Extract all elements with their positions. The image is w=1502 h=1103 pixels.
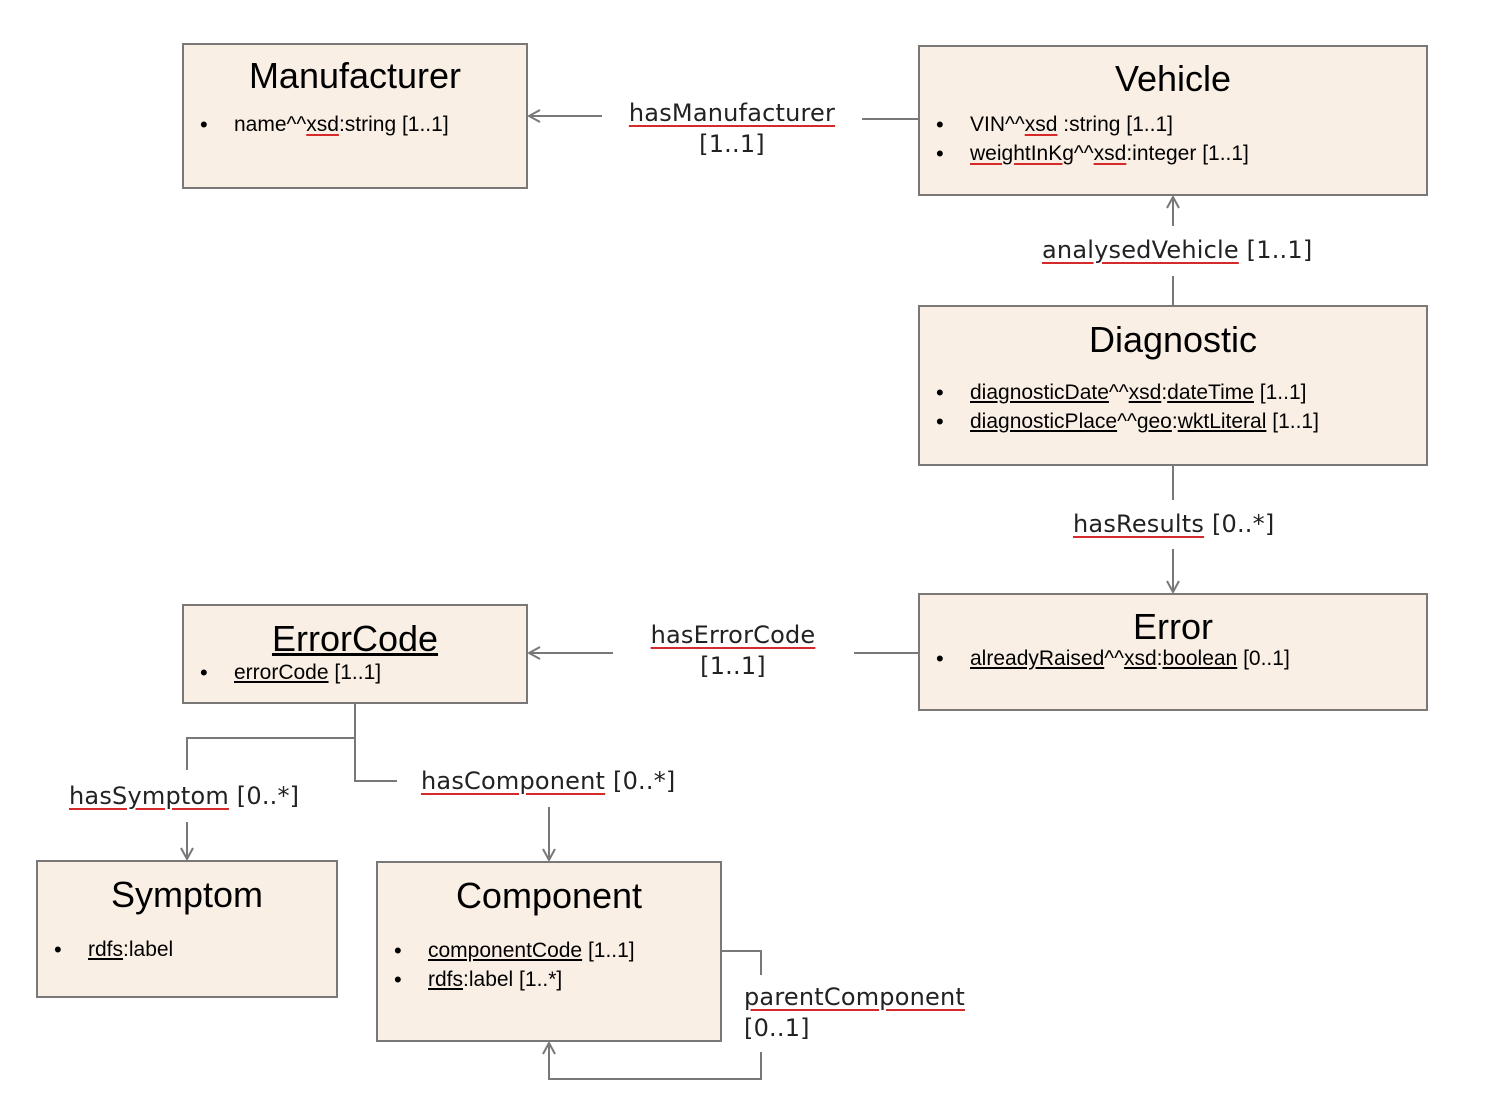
parentComponent-line-upper (722, 950, 762, 975)
relation-cardinality: [0..*] (236, 782, 300, 810)
diagnostic-attr: diagnosticDate^^xsd:dateTime [1..1] (920, 378, 1426, 407)
relation-name: hasSymptom (69, 782, 229, 810)
vehicle-attributes: VIN^^xsd :string [1..1] weightInKg^^xsd:… (920, 110, 1426, 168)
errorcode-attr: errorCode [1..1] (184, 658, 526, 687)
relation-name: hasResults (1073, 510, 1205, 538)
errorcode-attributes: errorCode [1..1] (184, 658, 526, 687)
vehicle-class: Vehicle VIN^^xsd :string [1..1] weightIn… (918, 45, 1428, 196)
manufacturer-title: Manufacturer (248, 55, 462, 96)
relation-cardinality: [0..1] (744, 1014, 810, 1042)
hasComponent-label: hasComponent [0..*] (421, 766, 675, 797)
parentComponent-arrow (549, 1043, 762, 1080)
symptom-class: Symptom rdfs:label (36, 860, 338, 998)
relation-cardinality: [1..1] (700, 652, 766, 680)
manufacturer-attr: name^^xsd:string [1..1] (184, 110, 526, 139)
vehicle-title: Vehicle (1114, 58, 1232, 99)
errorcode-class: ErrorCode errorCode [1..1] (182, 604, 528, 704)
error-class: Error alreadyRaised^^xsd:boolean [0..1] (918, 593, 1428, 711)
symptom-title: Symptom (110, 874, 264, 915)
component-class: Component componentCode [1..1] rdfs:labe… (376, 861, 722, 1042)
symptom-attr: rdfs:label (38, 935, 336, 964)
relation-cardinality: [0..*] (1211, 510, 1275, 538)
hasManufacturer-label: hasManufacturer [1..1] (602, 98, 862, 160)
error-title: Error (1133, 606, 1213, 647)
hasErrorCode-label: hasErrorCode [1..1] (613, 620, 853, 682)
relation-name: hasManufacturer (628, 99, 836, 127)
error-attr: alreadyRaised^^xsd:boolean [0..1] (920, 644, 1426, 673)
symptom-attributes: rdfs:label (38, 935, 336, 964)
hasResults-label: hasResults [0..*] (1073, 509, 1274, 540)
diagnostic-attr: diagnosticPlace^^geo:wktLiteral [1..1] (920, 407, 1426, 436)
hasSymptom-label: hasSymptom [0..*] (69, 781, 299, 812)
component-attr: componentCode [1..1] (378, 936, 720, 965)
relation-name: parentComponent (744, 983, 966, 1011)
relation-name: hasComponent (421, 767, 606, 795)
diagnostic-class: Diagnostic diagnosticDate^^xsd:dateTime … (918, 305, 1428, 466)
error-attributes: alreadyRaised^^xsd:boolean [0..1] (920, 644, 1426, 673)
component-title: Component (455, 875, 643, 916)
vehicle-attr: VIN^^xsd :string [1..1] (920, 110, 1426, 139)
component-attributes: componentCode [1..1] rdfs:label [1..*] (378, 936, 720, 994)
analysedVehicle-label: analysedVehicle [1..1] (1042, 235, 1312, 266)
component-attr: rdfs:label [1..*] (378, 965, 720, 994)
errorcode-title: ErrorCode (271, 618, 439, 659)
manufacturer-attributes: name^^xsd:string [1..1] (184, 110, 526, 139)
relation-cardinality: [0..*] (613, 767, 676, 795)
relation-name: hasErrorCode (650, 621, 816, 649)
hasComponent-line-upper (354, 738, 397, 782)
relation-cardinality: [1..1] (699, 130, 765, 158)
relation-name: analysedVehicle (1042, 236, 1239, 264)
manufacturer-class: Manufacturer name^^xsd:string [1..1] (182, 43, 528, 189)
vehicle-attr: weightInKg^^xsd:integer [1..1] (920, 139, 1426, 168)
hasSymptom-line-upper (186, 704, 356, 770)
diagnostic-title: Diagnostic (1088, 319, 1258, 360)
parentComponent-label: parentComponent [0..1] (744, 982, 965, 1044)
diagnostic-attributes: diagnosticDate^^xsd:dateTime [1..1] diag… (920, 378, 1426, 436)
relation-cardinality: [1..1] (1246, 236, 1313, 264)
